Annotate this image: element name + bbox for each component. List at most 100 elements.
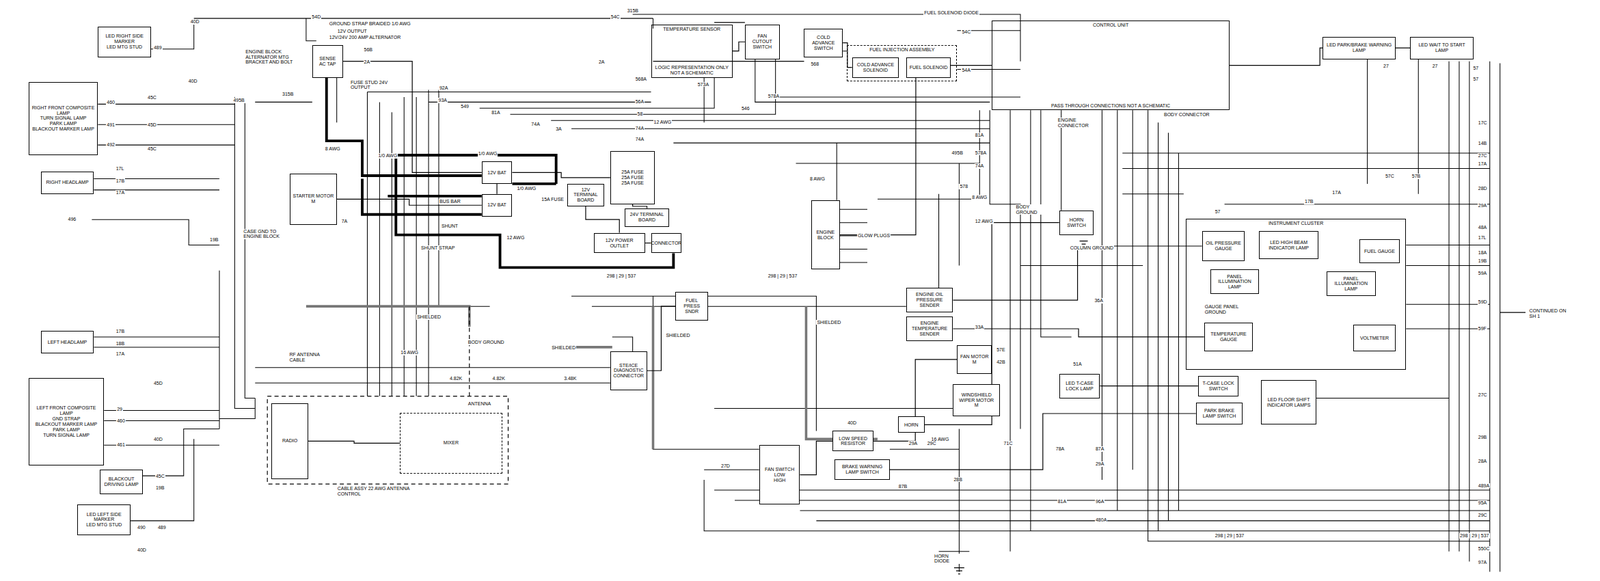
component-label: FUEL GAUGE [1364,248,1395,255]
component-label: LED LEFT SIDE MARKER [79,511,128,523]
wire-label: 59F [1477,326,1488,332]
wire-label: 578A [767,93,780,100]
wire-label: 489 [157,524,167,531]
component-housing: CONTROL UNITPASS THROUGH CONNECTIONS NOT… [991,20,1230,111]
component-label: PARK BRAKE LAMP SWITCH [1198,408,1241,419]
wire-label: 12 AWG [974,218,994,225]
wire-label: 40D [187,78,199,85]
wire-connector [647,306,676,371]
wire-label: 489 [153,45,163,51]
wire-connector [496,183,497,195]
wire-label: 480A [1094,517,1108,523]
component-label: LEFT FRONT COMPOSITE LAMP [31,405,102,417]
component-label: PARK LAMP [49,120,78,127]
component-label: OIL PRESSURE GAUGE [1204,240,1243,252]
component-housing: TEMPERATURE SENSORLOGIC REPRESENTATION O… [651,24,733,78]
component-label: TURN SIGNAL LAMP [43,432,90,439]
component-label: LOW SPEED RESISTOR [835,436,871,447]
wire-label: 578 [958,183,969,190]
wire-connector [889,413,1197,470]
wire-label: 315B [281,91,294,98]
component-box: ENGINE TEMPERATURE SENDER [906,316,954,342]
wire-label: CABLE ASSY 22 AWG ANTENNA CONTROL [336,485,420,497]
wire-label: FUEL SOLENOID DIODE [923,10,980,16]
wire-label: 45D [146,122,158,128]
component-label: LED HIGH BEAM INDICATOR LAMP [1261,239,1316,251]
wire-label: 12V/24V 200 AMP ALTERNATOR [328,34,402,41]
component-label: FUEL SOLENOID [909,64,948,71]
wire-label: 56A [634,99,645,105]
component-box: PANEL ILLUMINATION LAMP [1210,269,1260,294]
component-box: WINDSHIELD WIPER MOTORM [952,384,1000,417]
wire-label: 1/0 AWG [377,153,398,159]
component-label: GND STRAP [52,416,81,422]
component-box: LED RIGHT SIDE MARKERLED MTG STUD [97,26,152,58]
component-box: OIL PRESSURE GAUGE [1202,231,1246,262]
component-box: T-CASE LOCK SWITCH [1198,375,1240,397]
component-label: M [974,402,979,409]
wire-label: 496 [67,216,78,223]
wire-label: 315B [626,8,640,14]
wire-label: 460 [116,418,126,424]
component-box: FAN MOTORM [956,345,992,374]
wire-label: 81A [490,110,501,116]
component-label: HORN [904,422,919,428]
wire-label: 15A FUSE [540,196,565,203]
wire-connector [585,206,620,234]
component-label: LED WAIT TO START LAMP [1412,42,1471,54]
component-box: FUEL GAUGE [1359,239,1401,264]
wire-label: SHIELDED [816,319,842,326]
component-box: FUEL PRESS SNDR [675,291,709,321]
wire-label: HORN DIODE [933,553,962,565]
wire-label: GROUND STRAP BRAIDED 1/0 AWG [328,21,412,27]
wire-label: 81A [974,132,985,139]
wire-label: 298 | 29 | 537 [606,273,637,279]
component-label: PANEL ILLUMINATION LAMP [1329,276,1374,292]
wire-label: 57C [1384,173,1395,180]
component-label: TURN SIGNAL LAMP [40,115,87,121]
component-box: LED PARK/BRAKE WARNING LAMP [1322,36,1396,60]
component-label: LED PARK/BRAKE WARNING LAMP [1325,42,1393,54]
component-box: HORN [898,416,925,433]
component-label: CONNECTOR [650,240,682,247]
wire-label: 28A [1477,458,1488,465]
wire-label: 17A [1477,161,1488,167]
wire-label: 57 [1214,209,1222,215]
component-label: AC TAP [319,61,337,67]
component-label: LOGIC REPRESENTATION ONLY NOT A SCHEMATI… [654,64,730,76]
wire-label: 2A [363,59,372,65]
component-label: CONTROL UNIT [1091,22,1130,29]
component-label: SENSE [319,56,336,62]
wire-label: 12 AWG [653,119,673,126]
wire-label: CONTINUED ON SH 1 [1528,308,1575,320]
component-label: ENGINE TEMPERATURE SENDER [909,320,951,337]
wire-label: 18B [115,341,126,347]
component-label: 25A FUSE [621,174,644,181]
wire-label: SHIELDED [665,332,691,339]
wire-label: 54A [960,67,971,74]
wire-label: 40D [846,420,858,426]
component-box: COLD ADVANCE SWITCH [803,28,843,58]
wire-label: 298 | 29 | 537 [767,273,799,279]
wire-label: 2A [598,59,606,65]
wire-label: 40D [136,547,147,553]
wire-label: 28D [1477,185,1488,192]
wire-label: RF ANTENNA CABLE [289,351,322,363]
component-box: LEFT FRONT COMPOSITE LAMPGND STRAPBLACKO… [28,377,104,466]
wire-connector [343,61,482,173]
component-box: 12V TERMINAL BOARD [567,183,605,207]
component-label: 12V POWER OUTLET [596,237,643,249]
wire-label: 33A [974,324,985,331]
wire-label: 29A [1477,202,1488,209]
wire-label: GAUGE PANEL GROUND [1204,304,1241,316]
component-label: PARK LAMP [52,427,80,433]
wire-label: 8 AWG [324,146,342,152]
wire-label: 95A [1477,500,1488,506]
wire-label: 19B [209,237,219,243]
component-label: BLACKOUT MARKER LAMP [32,126,95,132]
component-label: LOW [774,472,786,478]
component-label: 24V TERMINAL BOARD [627,211,668,223]
wire-label: SHUNT [440,223,459,229]
component-box: LED FLOOR SHIFT INDICATOR LAMPS [1260,380,1317,426]
component-box: FUEL SOLENOID [906,57,952,78]
